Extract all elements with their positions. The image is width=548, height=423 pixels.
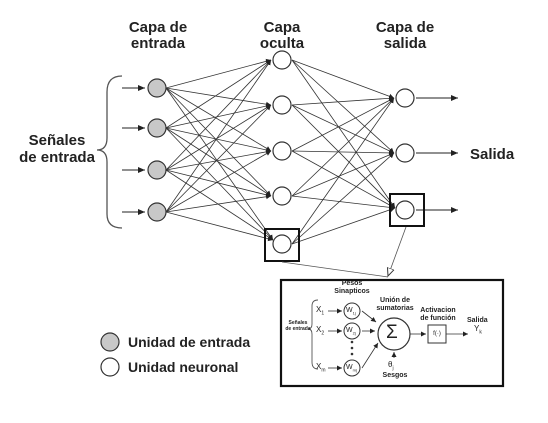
- detail-input-signals-label: Señales de entrada: [283, 320, 313, 332]
- wm-letter: W: [346, 364, 353, 371]
- detail-summation-label: Unión de sumatorias: [370, 297, 420, 313]
- x1-subscript: 1: [321, 310, 325, 317]
- detail-output-label: Salida: [467, 317, 488, 324]
- detail-input-signals-line2: de entrada: [285, 326, 311, 332]
- legend-input-symbol: [100, 332, 120, 352]
- output-node-highlight-box: [389, 193, 425, 227]
- xm-subscript: m: [321, 367, 326, 374]
- output-label: Salida: [470, 146, 515, 163]
- connections-input-hidden: [165, 58, 274, 242]
- detail-weight-nodes: [343, 302, 361, 377]
- yk-letter: Y: [474, 324, 480, 333]
- hidden-node-4: [272, 186, 292, 206]
- activation-function-text: f(·): [433, 331, 441, 337]
- theta-subscript: j: [392, 365, 394, 372]
- weight-node-m: [343, 359, 361, 377]
- detail-input-arrows: [328, 308, 468, 371]
- wm-subscript: mj: [352, 367, 357, 373]
- detail-wm: Wmj: [346, 364, 357, 374]
- w1-subscript: 1j: [352, 310, 356, 316]
- input-layer-header: Capa de entrada: [118, 20, 198, 52]
- input-node-1: [147, 78, 167, 98]
- legend-input-unit-label: Unidad de entrada: [128, 334, 251, 350]
- detail-summation-line1: Unión de: [380, 297, 410, 304]
- detail-activation-line1: Activacion: [420, 307, 456, 314]
- input-node-3: [147, 160, 167, 180]
- input-arrows: [122, 85, 145, 215]
- detail-xm: Xm: [316, 363, 326, 375]
- weight-node-2: [343, 322, 361, 340]
- input-node-4: [147, 202, 167, 222]
- hidden-node-3: [272, 141, 292, 161]
- pointer-line-hidden: [281, 261, 389, 278]
- theta-letter: θ: [388, 360, 393, 369]
- output-layer-nodes: [395, 88, 415, 220]
- detail-x2: X2: [316, 326, 324, 338]
- input-node-2: [147, 118, 167, 138]
- xm-letter: X: [316, 362, 322, 371]
- output-node-3: [395, 200, 415, 220]
- detail-w1: W1j: [346, 307, 356, 317]
- detail-input-signals-line1: Señales: [288, 320, 308, 326]
- detail-brace: [307, 299, 319, 370]
- input-brace: [96, 75, 123, 229]
- yk-subscript: k: [479, 329, 482, 336]
- output-node-2: [395, 143, 415, 163]
- x2-letter: X: [316, 325, 322, 334]
- output-node-1: [395, 88, 415, 108]
- detail-weights-label: Pesos Sinapticos: [328, 280, 376, 296]
- detail-weights-line2: Sinapticos: [334, 288, 370, 295]
- detail-activation-label: Activacion de función: [414, 307, 462, 323]
- hidden-node-1: [272, 50, 292, 70]
- hidden-node-highlight-box: [264, 228, 300, 262]
- connections-hidden-output: [291, 59, 396, 245]
- w2-subscript: 2j: [352, 330, 356, 336]
- detail-yk: Yk: [474, 325, 482, 337]
- hidden-node-5: [272, 234, 292, 254]
- detail-bias-label: Sesgos: [382, 372, 408, 379]
- input-signals-line2: de entrada: [19, 149, 95, 166]
- weight-node-1: [343, 302, 361, 320]
- w1-letter: W: [346, 307, 353, 314]
- input-signals-label: Señales de entrada: [12, 132, 102, 166]
- output-layer-header-line1: Capa de: [375, 19, 435, 36]
- legend-neuron-symbol: [100, 357, 120, 377]
- detail-theta: θj: [388, 361, 394, 373]
- summation-node: [377, 317, 411, 351]
- hidden-layer-header-line1: Capa: [263, 19, 301, 36]
- detail-x1: X1: [316, 306, 324, 318]
- legend-neuron-unit-label: Unidad neuronal: [128, 359, 239, 375]
- hidden-node-2: [272, 95, 292, 115]
- pointer-line-output: [388, 226, 407, 276]
- input-layer-header-line2: entrada: [130, 35, 186, 52]
- detail-summation-line2: sumatorias: [376, 305, 414, 312]
- input-layer-nodes: [147, 78, 167, 222]
- detail-activation-line2: de función: [420, 315, 456, 322]
- x1-letter: X: [316, 305, 322, 314]
- input-layer-header-line1: Capa de: [128, 19, 188, 36]
- hidden-layer-header-line2: oculta: [259, 35, 305, 52]
- w2-letter: W: [346, 327, 353, 334]
- output-layer-header: Capa de salida: [365, 20, 445, 52]
- detail-ellipsis: [350, 340, 354, 356]
- activation-function-box: [427, 324, 447, 344]
- detail-weights-line1: Pesos: [341, 280, 363, 287]
- hidden-layer-header: Capa oculta: [247, 20, 317, 52]
- hidden-layer-nodes: [272, 50, 292, 254]
- sigma-symbol: Σ: [386, 322, 398, 343]
- output-layer-header-line2: salida: [383, 35, 427, 52]
- detail-w2: W2j: [346, 327, 356, 337]
- x2-subscript: 2: [321, 330, 325, 337]
- input-signals-line1: Señales: [28, 132, 86, 149]
